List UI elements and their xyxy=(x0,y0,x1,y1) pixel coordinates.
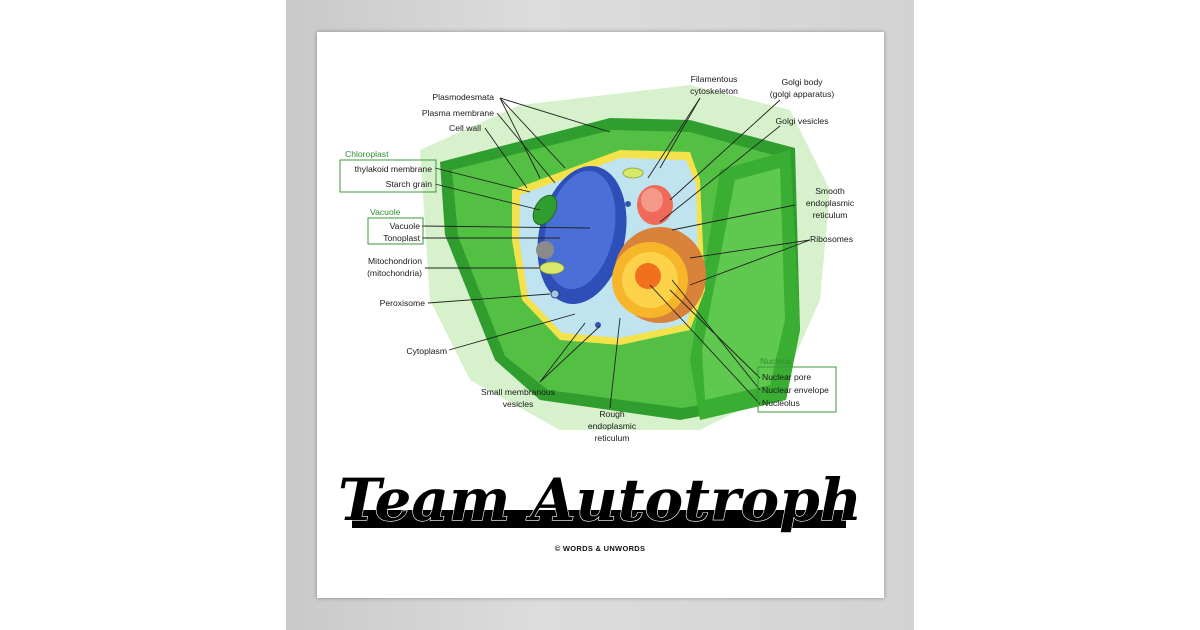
copyright: © WORDS & UNWORDS xyxy=(555,544,646,553)
grey-vesicle xyxy=(536,241,554,259)
label-golgi-body-2: (golgi apparatus) xyxy=(770,89,835,99)
vacuole-interior xyxy=(544,170,616,290)
label-nuclear-pore: Nuclear pore xyxy=(762,372,811,382)
mitochondrion xyxy=(539,261,565,275)
label-rough-er-2: endoplasmic xyxy=(588,421,637,431)
vesicle-dot-2 xyxy=(595,322,601,328)
label-mitochondria: (mitochondria) xyxy=(367,268,422,278)
chloroplast-box xyxy=(339,159,437,193)
label-thylakoid: thylakoid membrane xyxy=(355,164,433,174)
chloroplast xyxy=(532,194,558,226)
golgi-body-highlight xyxy=(641,188,663,212)
label-cytoplasm: Cytoplasm xyxy=(406,346,447,356)
label-filamentous-1: Filamentous xyxy=(691,74,738,84)
label-smooth-er-3: reticulum xyxy=(813,210,848,220)
label-nucleus-group: Nucleus xyxy=(760,356,791,366)
vacuole-box xyxy=(367,217,424,245)
label-filamentous-2: cytoskeleton xyxy=(690,86,738,96)
label-ribosomes: Ribosomes xyxy=(810,234,853,244)
label-cell-wall: Cell wall xyxy=(449,123,481,133)
label-mitochondrion: Mitochondrion xyxy=(368,256,422,266)
label-smooth-er-1: Smooth xyxy=(815,186,845,196)
label-chloroplast-group: Chloroplast xyxy=(345,149,389,159)
label-small-vesicles-1: Small membranous xyxy=(481,387,555,397)
label-vacuole: Vacuole xyxy=(390,221,421,231)
mitochondrion-2 xyxy=(622,167,644,179)
nucleolus xyxy=(635,263,661,289)
label-starch-grain: Starch grain xyxy=(386,179,433,189)
vesicle-dot xyxy=(625,201,631,207)
label-rough-er-3: reticulum xyxy=(595,433,630,443)
label-rough-er-1: Rough xyxy=(599,409,625,419)
label-nucleolus: Nucleolus xyxy=(762,398,800,408)
label-golgi-vesicles: Golgi vesicles xyxy=(775,116,828,126)
label-small-vesicles-2: vesicles xyxy=(503,399,534,409)
label-peroxisome: Peroxisome xyxy=(380,298,426,308)
peroxisome xyxy=(550,289,560,299)
label-nuclear-envelope: Nuclear envelope xyxy=(762,385,829,395)
label-vacuole-group: Vacuole xyxy=(370,207,401,217)
nucleus-box xyxy=(757,366,837,413)
poster-title: Team Autotroph xyxy=(338,466,862,534)
label-plasmodesmata: Plasmodesmata xyxy=(432,92,494,102)
leader-lines xyxy=(421,97,811,409)
label-tonoplast: Tonoplast xyxy=(383,233,420,243)
label-plasma-membrane: Plasma membrane xyxy=(422,108,494,118)
label-golgi-body-1: Golgi body xyxy=(781,77,823,87)
label-smooth-er-2: endoplasmic xyxy=(806,198,855,208)
title-underline-bar xyxy=(352,510,846,528)
